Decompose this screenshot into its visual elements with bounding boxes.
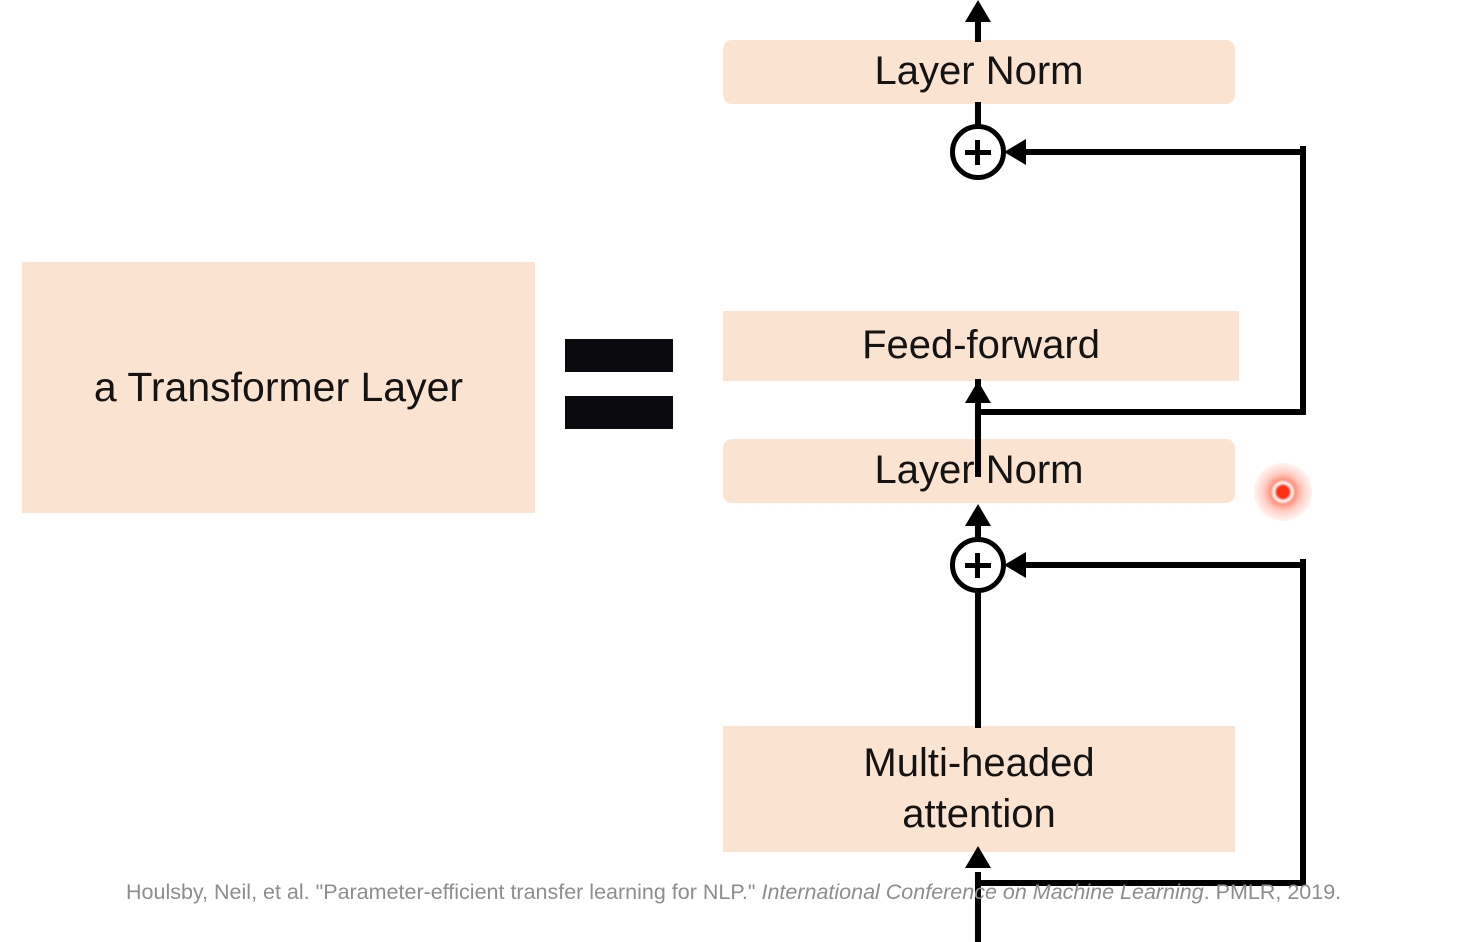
transformer-layer-label: a Transformer Layer [93, 364, 464, 411]
multi-headed-attention-label-line1: Multi-headed [863, 740, 1095, 785]
residual-bottom-arrowhead [1004, 552, 1026, 578]
plus-vertical-stroke [975, 553, 980, 578]
multi-headed-attention-label-line2: attention [902, 792, 1056, 836]
citation-part1: Houlsby, Neil, et al. "Parameter-efficie… [126, 880, 762, 904]
residual-top-arrowhead [1004, 139, 1026, 165]
add-bottom-to-layer-norm-wire [975, 520, 981, 538]
residual-add-top-operator [950, 124, 1006, 180]
citation-part2: . PMLR, 2019. [1203, 880, 1342, 904]
plus-vertical-stroke [975, 140, 980, 165]
residual-top-vertical-wire [1300, 146, 1306, 415]
layer-norm-top-block: Layer Norm [723, 40, 1235, 104]
feed-forward-input-arrowhead [965, 381, 991, 403]
attention-to-add-bottom-wire [975, 591, 981, 728]
attention-input-arrowhead [965, 846, 991, 868]
citation-venue: International Conference on Machine Lear… [761, 880, 1204, 904]
equals-sign-icon [565, 339, 673, 431]
multi-headed-attention-block: Multi-headed attention [723, 726, 1235, 852]
output-arrowhead [965, 0, 991, 22]
output-wire [975, 18, 981, 42]
add-top-to-layer-norm-wire [975, 102, 981, 128]
residual-top-tap-wire [975, 409, 1306, 415]
input-wire [975, 872, 981, 942]
equals-bar-top [565, 339, 673, 372]
residual-bottom-tap-wire [975, 880, 1306, 886]
residual-add-bottom-operator [950, 537, 1006, 593]
feed-forward-block: Feed-forward [723, 311, 1239, 381]
residual-top-horizontal-wire [1020, 149, 1306, 155]
equals-bar-bottom [565, 396, 673, 429]
layer-norm-bottom-input-arrowhead [965, 504, 991, 526]
layer-norm-top-label: Layer Norm [874, 49, 1084, 94]
citation-text: Houlsby, Neil, et al. "Parameter-efficie… [126, 876, 1446, 909]
feed-forward-label: Feed-forward [862, 323, 1100, 368]
layer-norm-bottom-to-feed-forward-wire [975, 400, 981, 440]
residual-bottom-horizontal-wire [1020, 562, 1306, 568]
laser-pointer-dot [1254, 463, 1312, 521]
transformer-layer-block: a Transformer Layer [22, 262, 535, 513]
residual-bottom-vertical-wire [1300, 559, 1306, 884]
